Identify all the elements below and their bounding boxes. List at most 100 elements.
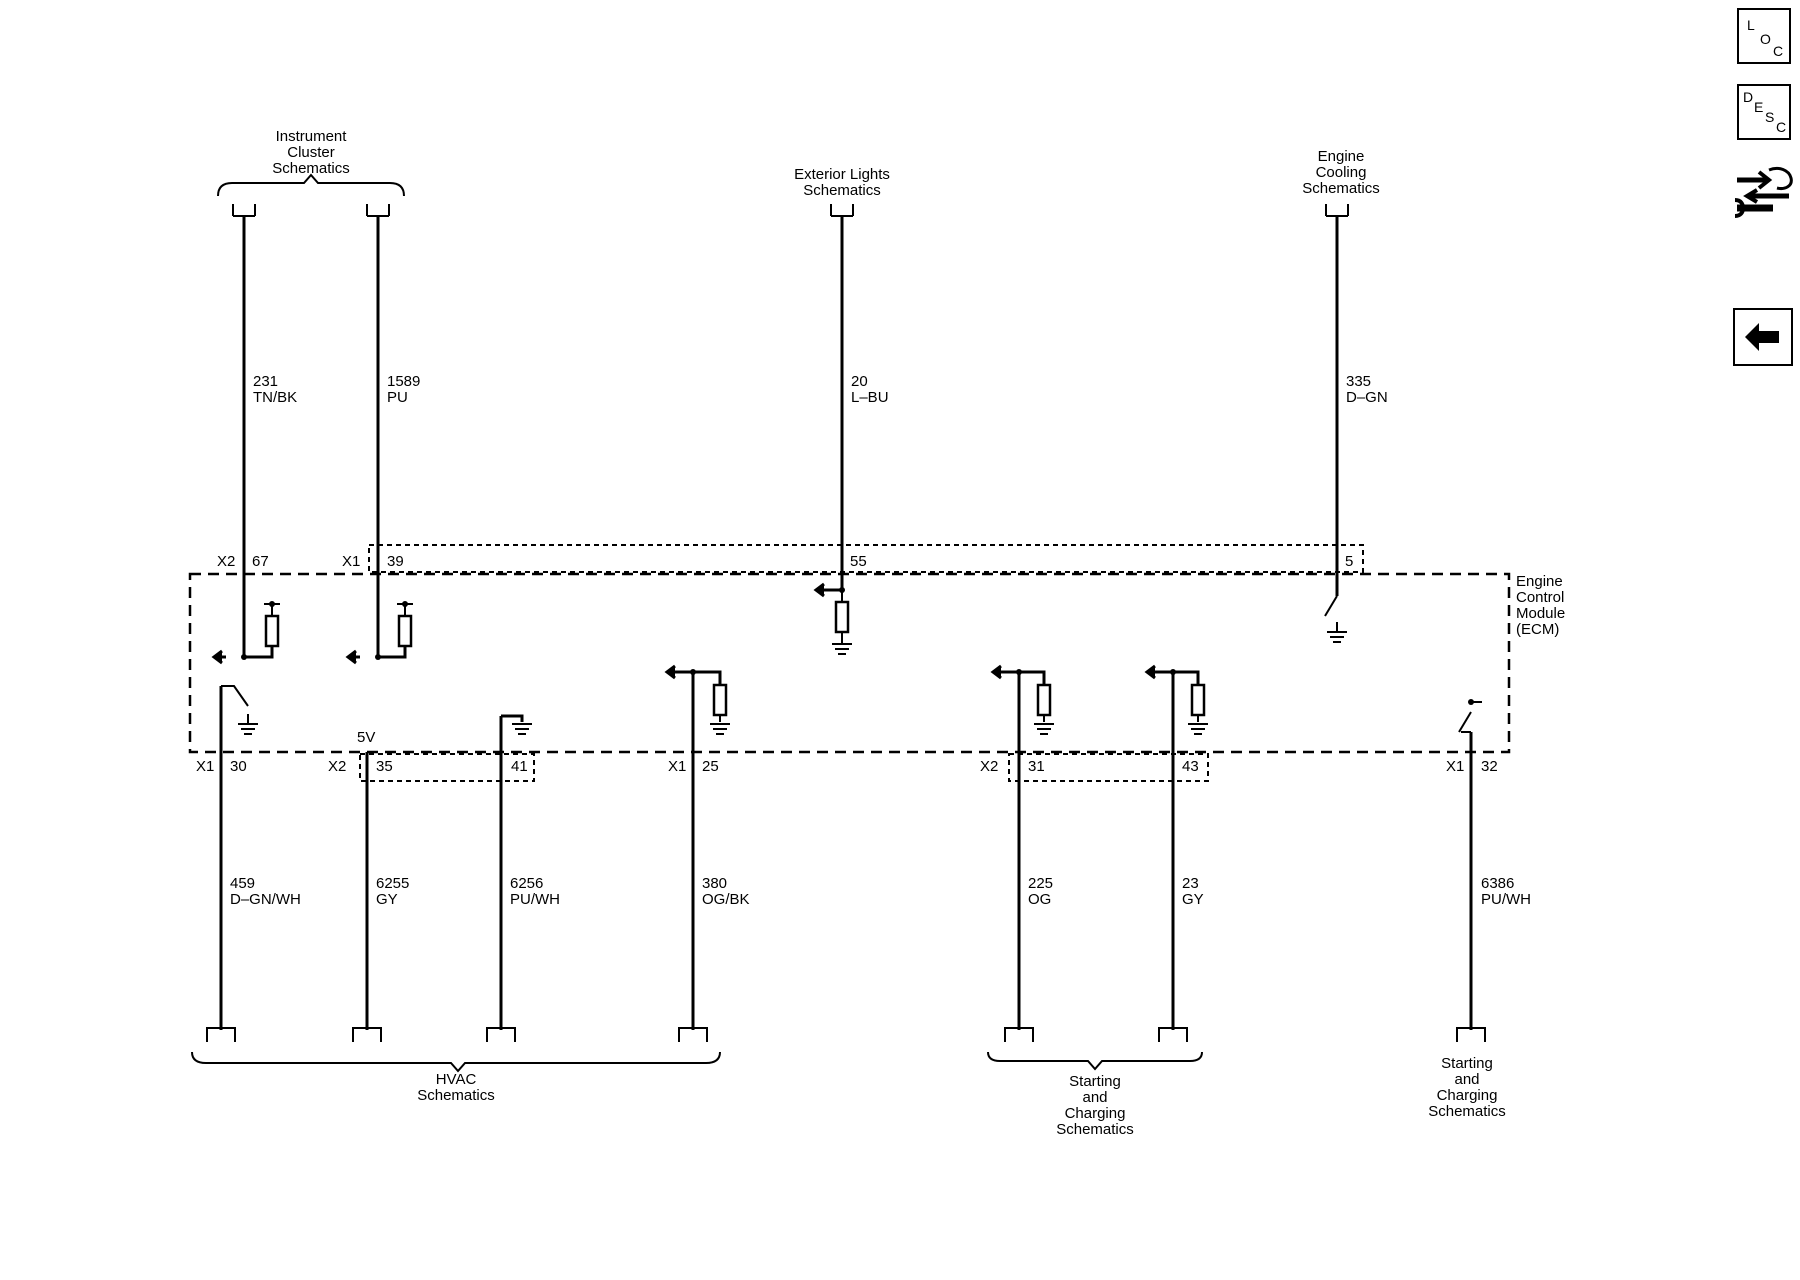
ecm-ground-6256-link [501, 714, 524, 722]
ground-icon [1327, 631, 1347, 643]
wire-459-color: D–GN/WH [230, 891, 301, 908]
ecm-input-1589-arrow [345, 649, 360, 665]
hvac-brace [191, 1051, 721, 1073]
desc-letter-e: E [1754, 99, 1764, 115]
wire-225-terminal [1004, 1027, 1034, 1042]
wire-231-group: 231 TN/BK X2 67 [217, 204, 297, 657]
wire-6255-color: GY [376, 891, 398, 908]
loc-letter-c: C [1773, 43, 1784, 59]
wire-6255-circuit: 6255 [376, 875, 409, 892]
ecm-input-231 [211, 601, 280, 665]
wire-23-pin: 43 [1182, 758, 1199, 775]
hvac-label-1: HVAC [436, 1071, 477, 1088]
instrument-cluster-label-1: Instrument [276, 128, 348, 145]
wire-380-group: X1 25 380 OG/BK [668, 672, 750, 1042]
wire-225-color: OG [1028, 891, 1051, 908]
exterior-lights-label-2: Schematics [803, 182, 881, 199]
exterior-lights-label-1: Exterior Lights [794, 166, 890, 183]
wire-380-terminal [678, 1027, 708, 1042]
loc-letter-o: O [1760, 31, 1771, 47]
wire-231-color: TN/BK [253, 389, 297, 406]
wire-335-pin: 5 [1345, 553, 1353, 570]
engine-cooling-label-3: Schematics [1302, 180, 1380, 197]
connector-x2-band-starting [1008, 753, 1209, 782]
wire-459-connector: X1 [196, 758, 214, 775]
wire-225-circuit: 225 [1028, 875, 1053, 892]
wire-6256-pin: 41 [511, 758, 528, 775]
wire-459-pin: 30 [230, 758, 247, 775]
back-button[interactable] [1733, 308, 1793, 366]
starting-charging-group-label-4: Schematics [1056, 1121, 1134, 1138]
wire-20-terminal [830, 204, 854, 217]
module-name-line-3: Module [1516, 605, 1565, 622]
starting-charging-group-label-3: Charging [1065, 1105, 1126, 1122]
voltage-5v-label: 5V [357, 729, 375, 746]
wire-23-terminal [1158, 1027, 1188, 1042]
wire-6255-terminal [352, 1027, 382, 1042]
wire-380-color: OG/BK [702, 891, 750, 908]
ecm-input-225 [990, 664, 1054, 735]
wire-380-connector: X1 [668, 758, 686, 775]
wire-459-circuit: 459 [230, 875, 255, 892]
hvac-label-2: Schematics [417, 1087, 495, 1104]
desc-letter-s: S [1765, 109, 1775, 125]
ecm-input-231-arrow [211, 649, 226, 665]
wire-380-circuit: 380 [702, 875, 727, 892]
wire-231-pin: 67 [252, 553, 269, 570]
ecm-switch-335 [1324, 595, 1347, 643]
wire-6255-pin: 35 [376, 758, 393, 775]
ground-icon [710, 723, 730, 735]
ecm-input-380 [664, 664, 730, 735]
ecm-input-23 [1144, 664, 1208, 735]
wire-1589-circuit: 1589 [387, 373, 420, 390]
instrument-cluster-label-3: Schematics [272, 160, 350, 177]
ground-icon [512, 723, 532, 735]
wire-6256-terminal [486, 1027, 516, 1042]
ground-icon [832, 643, 852, 655]
ecm-switch-6386 [1458, 699, 1482, 733]
wire-1589-connector: X1 [342, 553, 360, 570]
wire-1589-terminal [366, 204, 390, 217]
wire-1589-pin: 39 [387, 553, 404, 570]
wire-231-terminal [232, 204, 256, 217]
wire-6256-circuit: 6256 [510, 875, 543, 892]
module-name-line-4: (ECM) [1516, 621, 1559, 638]
ecm-switch-335-blade [1324, 595, 1338, 617]
starting-charging-group-label-2: and [1082, 1089, 1107, 1106]
desc-button[interactable]: D E S C [1737, 84, 1791, 140]
wire-335-circuit: 335 [1346, 373, 1371, 390]
starting-charging-single-label-3: Charging [1437, 1087, 1498, 1104]
instrument-cluster-brace [217, 173, 405, 197]
engine-cooling-label-1: Engine [1318, 148, 1365, 165]
connector-x2-band-hvac [359, 753, 535, 782]
wire-335-group: 335 D–GN 5 [1325, 204, 1388, 596]
ecm-ground-6256 [501, 714, 532, 735]
wire-1589-group: 1589 PU X1 39 [342, 204, 420, 657]
starting-charging-single-label-4: Schematics [1428, 1103, 1506, 1120]
wire-20-pin: 55 [850, 553, 867, 570]
arrow-left-icon [1745, 323, 1779, 351]
wire-20-circuit: 20 [851, 373, 868, 390]
desc-letter-c: C [1776, 119, 1787, 135]
starting-charging-single-label-2: and [1454, 1071, 1479, 1088]
ecm-input-20 [813, 582, 852, 655]
wire-20-color: L–BU [851, 389, 889, 406]
wrench-arrow-icon[interactable] [1733, 160, 1795, 222]
engine-cooling-label-2: Cooling [1316, 164, 1367, 181]
ecm-switch-6386-blade [1458, 711, 1472, 733]
desc-letter-d: D [1743, 89, 1754, 105]
ground-icon [1188, 723, 1208, 735]
ecm-input-380-resistor [712, 683, 728, 717]
ecm-input-1589 [345, 601, 413, 665]
ecm-input-1589-link [378, 645, 407, 659]
wire-6386-terminal [1456, 1027, 1486, 1042]
loc-button[interactable]: L O C [1737, 8, 1791, 64]
wire-6256-group: 41 6256 PU/WH [486, 716, 560, 1042]
ground-icon [238, 723, 258, 735]
wire-23-group: 43 23 GY [1158, 672, 1204, 1042]
starting-charging-brace [987, 1051, 1203, 1071]
ecm-module-boundary [188, 572, 1511, 754]
loc-letter-l: L [1747, 17, 1755, 33]
wire-23-color: GY [1182, 891, 1204, 908]
